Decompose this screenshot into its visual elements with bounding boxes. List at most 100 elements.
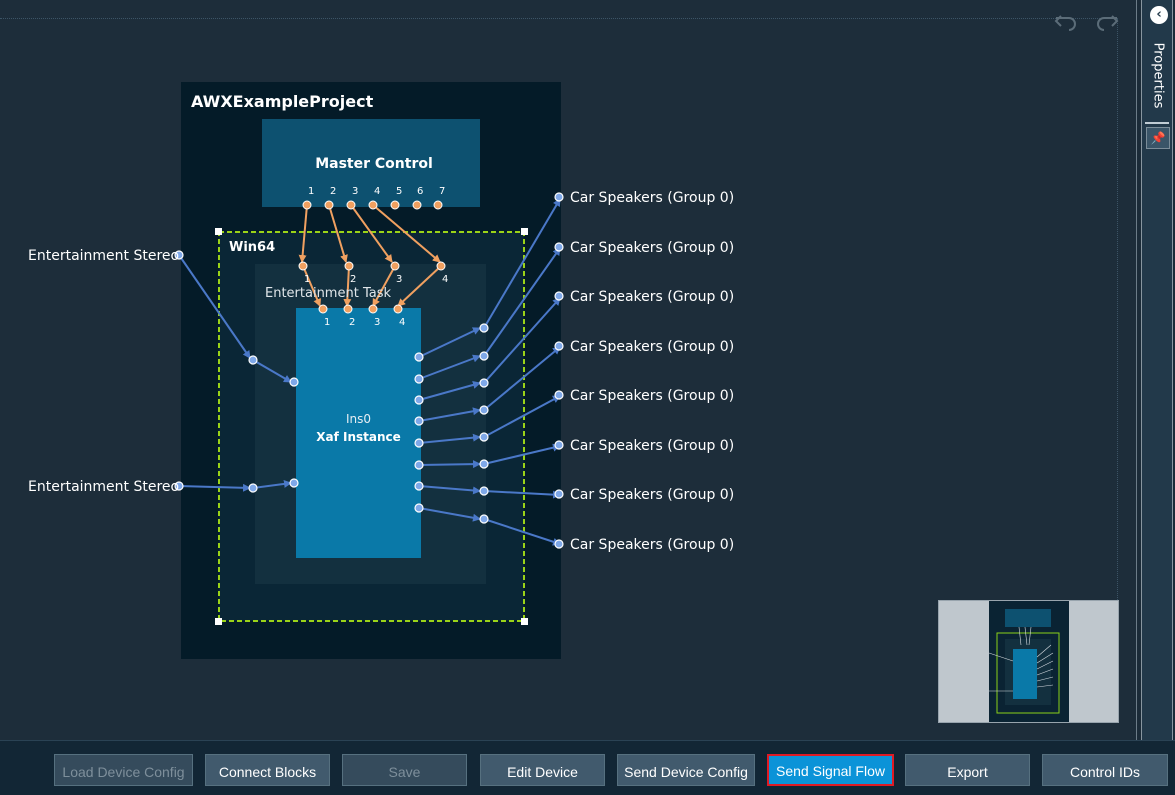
control-wire-2b — [343, 265, 352, 307]
master-control-block[interactable] — [262, 119, 480, 207]
input-label-1[interactable]: Entertainment Stereo — [28, 248, 180, 264]
input-wire-2a — [178, 483, 251, 492]
task-output-pin-6[interactable] — [479, 459, 489, 469]
task-output-pin-3[interactable] — [479, 378, 489, 388]
control-wire-1b — [302, 265, 321, 307]
task-pin-1[interactable] — [298, 261, 308, 271]
properties-tab[interactable]: Properties — [1145, 40, 1169, 118]
master-pin-label-7: 7 — [439, 186, 446, 197]
selection-handle-tr[interactable] — [521, 228, 528, 235]
instance-input-pin-2[interactable] — [289, 478, 299, 488]
instance-output-pin-4[interactable] — [414, 416, 424, 426]
selection-handle-tl[interactable] — [215, 228, 222, 235]
instance-ctrl-pin-3[interactable] — [368, 304, 378, 314]
output-pin-2[interactable] — [554, 242, 564, 252]
instance-output-pin-1[interactable] — [414, 352, 424, 362]
output-wire-1b — [483, 198, 561, 329]
instance-input-pin-1[interactable] — [289, 377, 299, 387]
master-control-title: Master Control — [315, 156, 433, 172]
minimap[interactable] — [938, 600, 1119, 723]
master-pin-label-6: 6 — [417, 186, 424, 197]
output-pin-1[interactable] — [554, 192, 564, 202]
load-device-config-button[interactable]: Load Device Config — [54, 754, 193, 786]
output-pin-6[interactable] — [554, 440, 564, 450]
output-wire-1a — [418, 327, 481, 358]
instance-output-pin-3[interactable] — [414, 395, 424, 405]
master-pin-label-4: 4 — [374, 186, 381, 197]
output-pin-8[interactable] — [554, 539, 564, 549]
output-label-8[interactable]: Car Speakers (Group 0) — [570, 537, 735, 553]
output-wire-2b — [483, 247, 561, 357]
win64-title: Win64 — [229, 240, 276, 255]
task-output-pin-8[interactable] — [479, 514, 489, 524]
output-label-5[interactable]: Car Speakers (Group 0) — [570, 388, 735, 404]
send-device-config-button[interactable]: Send Device Config — [617, 754, 755, 786]
master-pin-5[interactable] — [390, 200, 400, 210]
task-pin-4[interactable] — [436, 261, 446, 271]
output-wire-6a — [418, 460, 481, 469]
master-pin-label-5: 5 — [396, 186, 403, 197]
chevron-left-icon[interactable]: ‹ — [1150, 6, 1168, 24]
pushpin-icon[interactable]: 📌 — [1146, 127, 1170, 149]
signal-flow-graph — [174, 82, 564, 659]
instance-output-pin-8[interactable] — [414, 503, 424, 513]
output-pin-3[interactable] — [554, 291, 564, 301]
output-pin-7[interactable] — [554, 489, 564, 499]
instance-pin-label-1: 1 — [324, 317, 331, 328]
output-wire-7b — [483, 490, 561, 499]
instance-output-pin-5[interactable] — [414, 438, 424, 448]
control-ids-button[interactable]: Control IDs — [1042, 754, 1168, 786]
instance-title: Xaf Instance — [316, 430, 401, 444]
master-pin-4[interactable] — [368, 200, 378, 210]
input-pin-2[interactable] — [174, 481, 184, 491]
properties-tab-label: Properties — [1150, 42, 1166, 109]
task-output-pin-4[interactable] — [479, 405, 489, 415]
master-pin-7[interactable] — [433, 200, 443, 210]
task-pin-3[interactable] — [390, 261, 400, 271]
instance-ctrl-pin-4[interactable] — [393, 304, 403, 314]
output-label-7[interactable]: Car Speakers (Group 0) — [570, 487, 735, 503]
master-pin-3[interactable] — [346, 200, 356, 210]
signal-flow-canvas[interactable]: AWXExampleProject Master Control Win64 E… — [0, 0, 1136, 740]
instance-output-pin-7[interactable] — [414, 481, 424, 491]
minimap-preview — [988, 601, 1069, 722]
instance-output-pin-6[interactable] — [414, 460, 424, 470]
output-label-3[interactable]: Car Speakers (Group 0) — [570, 289, 735, 305]
output-label-6[interactable]: Car Speakers (Group 0) — [570, 438, 735, 454]
redo-icon[interactable] — [1094, 8, 1120, 34]
output-wire-2a — [418, 354, 481, 380]
task-input-pin-2[interactable] — [248, 483, 258, 493]
task-input-pin-1[interactable] — [248, 355, 258, 365]
task-pin-2[interactable] — [344, 261, 354, 271]
selection-handle-bl[interactable] — [215, 618, 222, 625]
instance-ctrl-pin-1[interactable] — [318, 304, 328, 314]
task-output-pin-7[interactable] — [479, 486, 489, 496]
input-label-2[interactable]: Entertainment Stereo — [28, 479, 180, 495]
undo-icon[interactable] — [1053, 8, 1079, 34]
project-title: AWXExampleProject — [191, 92, 374, 111]
output-pin-4[interactable] — [554, 341, 564, 351]
output-label-4[interactable]: Car Speakers (Group 0) — [570, 339, 735, 355]
master-pin-2[interactable] — [324, 200, 334, 210]
output-wire-8a — [418, 507, 481, 522]
master-pin-1[interactable] — [302, 200, 312, 210]
xaf-instance-block[interactable] — [296, 308, 421, 558]
task-output-pin-5[interactable] — [479, 432, 489, 442]
input-pin-1[interactable] — [174, 250, 184, 260]
connect-blocks-button[interactable]: Connect Blocks — [205, 754, 330, 786]
task-output-pin-1[interactable] — [479, 323, 489, 333]
edit-device-button[interactable]: Edit Device — [480, 754, 605, 786]
master-pin-label-2: 2 — [330, 186, 337, 197]
output-label-2[interactable]: Car Speakers (Group 0) — [570, 240, 735, 256]
task-output-pin-2[interactable] — [479, 351, 489, 361]
output-label-1[interactable]: Car Speakers (Group 0) — [570, 190, 735, 206]
send-signal-flow-button[interactable]: Send Signal Flow — [767, 754, 894, 786]
selection-handle-br[interactable] — [521, 618, 528, 625]
input-wire-1a — [178, 254, 251, 359]
output-pin-5[interactable] — [554, 390, 564, 400]
master-pin-6[interactable] — [412, 200, 422, 210]
instance-output-pin-2[interactable] — [414, 374, 424, 384]
export-button[interactable]: Export — [905, 754, 1030, 786]
save-button[interactable]: Save — [342, 754, 467, 786]
instance-ctrl-pin-2[interactable] — [343, 304, 353, 314]
